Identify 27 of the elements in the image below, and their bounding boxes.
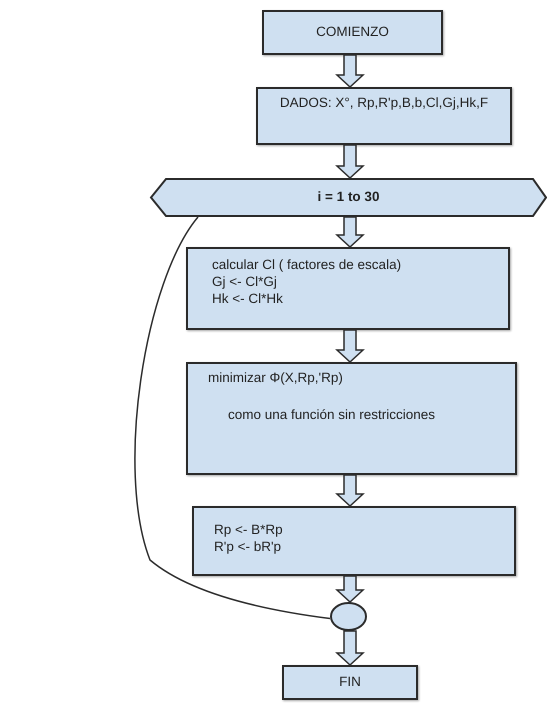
node-text: Rp <- B*Rp [214,522,283,539]
block-arrow [335,216,365,248]
node-text: DADOS: X°, Rp,R'p,B,b,Cl,Gj,Hk,F [280,95,488,112]
process-box [282,665,418,700]
process-box [186,362,517,475]
block-arrow [335,474,365,508]
block-arrow [335,329,365,364]
process-box [256,87,512,145]
node-text: Hk <- Cl*Hk [212,290,283,308]
loop-hexagon [150,178,547,217]
node-text: calcular Cl ( factores de escala) [212,257,402,274]
loop-return-line [134,216,330,620]
node-text: como una función sin restricciones [228,406,436,424]
process-box [262,10,443,55]
node-text: minimizar Φ(X,Rp,'Rp) [208,370,343,387]
process-box [186,247,510,330]
block-arrow [335,630,365,666]
connector-circle [330,602,367,631]
node-text: Gj <- Cl*Gj [212,274,277,291]
block-arrow [335,54,365,88]
node-text: R'p <- bR'p [214,538,282,556]
node-text: COMIENZO [316,24,389,41]
process-box [192,506,516,576]
block-arrow [335,144,365,180]
block-arrow [335,575,365,604]
node-text: i = 1 to 30 [318,189,380,206]
node-text: FIN [339,674,361,691]
